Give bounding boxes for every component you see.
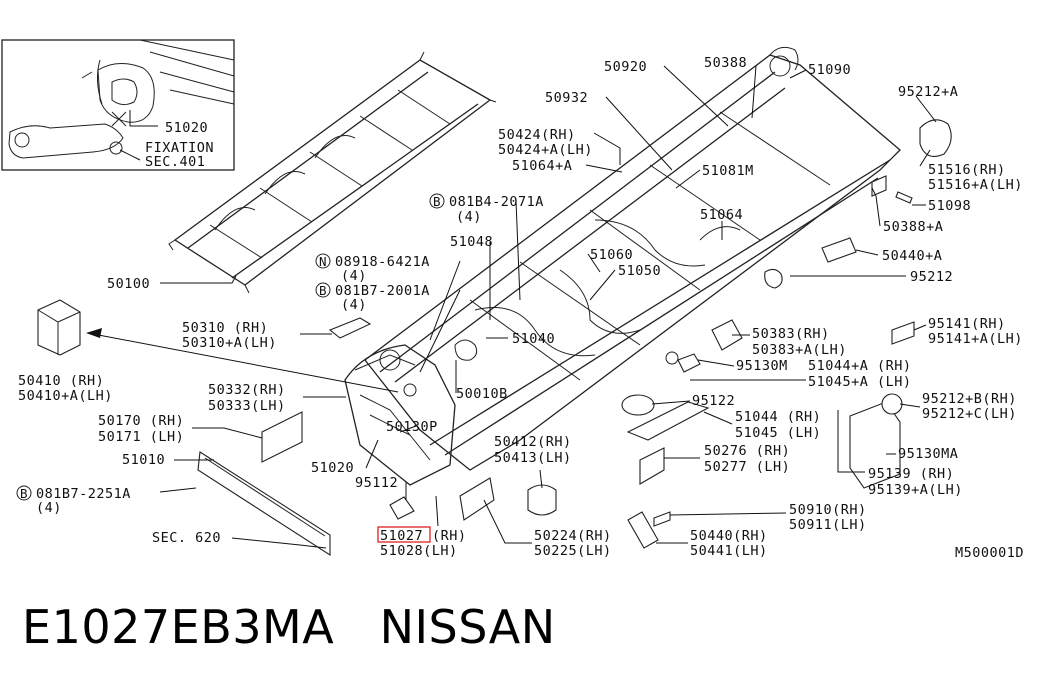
label-95130m: 95130M: [736, 358, 788, 374]
label-50441lh: 50441(LH): [690, 543, 768, 559]
label-51045a: 51045+A (LH): [808, 374, 912, 390]
label-95139lh: 95139+A(LH): [868, 482, 963, 498]
label-50277: 50277 (LH): [704, 459, 790, 475]
label-50388: 50388: [704, 55, 747, 71]
label-50424rh: 50424(RH): [498, 127, 576, 143]
main-frame-illustration: [344, 46, 901, 486]
label-081b4: 081B4-2071A: [449, 194, 544, 210]
label-50224: 50224(RH): [534, 528, 612, 544]
highlight-51027: [377, 526, 431, 543]
marker-b-1: B: [433, 194, 441, 209]
inset-fixation-detail: 51020 FIXATION SEC.401: [1, 39, 235, 171]
label-51027: 51027: [380, 528, 423, 544]
marker-n-circle: [315, 253, 331, 269]
label-081b7a: 081B7-2001A: [335, 283, 430, 299]
marker-b-3: B: [20, 486, 28, 501]
label-51081m: 51081M: [702, 163, 754, 179]
label-08918-qty: (4): [341, 268, 367, 284]
label-50911: 50911(LH): [789, 517, 867, 533]
label-51040: 51040: [512, 331, 555, 347]
label-95112: 95112: [355, 475, 398, 491]
brand-name: NISSAN: [379, 600, 556, 654]
label-50440rh: 50440(RH): [690, 528, 768, 544]
label-50171: 50171 (LH): [98, 429, 184, 445]
label-50170: 50170 (RH): [98, 413, 184, 429]
label-51010: 51010: [122, 452, 165, 468]
label-50440a: 50440+A: [882, 248, 942, 264]
label-51044a: 51044+A (RH): [808, 358, 912, 374]
label-50310lh: 50310+A(LH): [182, 335, 277, 351]
leader-lines: [159, 65, 937, 549]
label-51516lh: 51516+A(LH): [928, 177, 1023, 193]
label-081b7a-qty: (4): [341, 297, 367, 313]
label-50276: 50276 (RH): [704, 443, 790, 459]
label-50920: 50920: [604, 59, 647, 75]
label-51044: 51044 (RH): [735, 409, 821, 425]
label-51098: 51098: [928, 198, 971, 214]
label-95212b: 95212+B(RH): [922, 391, 1017, 407]
label-50383lh: 50383+A(LH): [752, 342, 847, 358]
label-51064: 51064: [700, 207, 743, 223]
label-50413: 50413(LH): [494, 450, 572, 466]
label-95130ma: 95130MA: [898, 446, 958, 462]
label-50010b: 50010B: [456, 386, 508, 402]
label-08918: 08918-6421A: [335, 254, 430, 270]
label-081b4-qty: (4): [456, 209, 482, 225]
marker-n: N: [319, 254, 327, 269]
label-50333: 50333(LH): [208, 398, 286, 414]
parts-diagram: 51020 FIXATION SEC.401 50100: [1, 39, 1024, 561]
label-51027-rh: (RH): [432, 528, 467, 544]
label-50225: 50225(LH): [534, 543, 612, 559]
label-50410lh: 50410+A(LH): [18, 388, 113, 404]
label-95141rh: 95141(RH): [928, 316, 1006, 332]
label-50100: 50100: [107, 276, 150, 292]
footer-caption: E1027EB3MA NISSAN: [22, 600, 556, 654]
label-50332: 50332(RH): [208, 382, 286, 398]
detached-parts: [37, 119, 952, 557]
label-51048: 51048: [450, 234, 493, 250]
label-50410rh: 50410 (RH): [18, 373, 104, 389]
label-51060: 51060: [590, 247, 633, 263]
label-95212: 95212: [910, 269, 953, 285]
inset-part-label: 51020: [165, 120, 208, 136]
diagram-code: M500001D: [955, 545, 1024, 561]
label-50388a: 50388+A: [883, 219, 943, 235]
label-sec620: SEC. 620: [152, 530, 221, 546]
label-50932: 50932: [545, 90, 588, 106]
label-081b7b-qty: (4): [36, 500, 62, 516]
label-95139rh: 95139 (RH): [868, 466, 954, 482]
label-51028: 51028(LH): [380, 543, 458, 559]
marker-b-circle-3: [16, 485, 32, 501]
label-51064a: 51064+A: [512, 158, 572, 174]
marker-b-circle-1: [429, 193, 445, 209]
label-50412: 50412(RH): [494, 434, 572, 450]
label-51516rh: 51516(RH): [928, 162, 1006, 178]
label-95141lh: 95141+A(LH): [928, 331, 1023, 347]
label-95212a: 95212+A: [898, 84, 958, 100]
label-95212c: 95212+C(LH): [922, 406, 1017, 422]
label-95122: 95122: [692, 393, 735, 409]
label-50424lh: 50424+A(LH): [498, 142, 593, 158]
label-51045: 51045 (LH): [735, 425, 821, 441]
inset-fixation-label: FIXATION: [145, 140, 214, 156]
part-number: E1027EB3MA: [22, 600, 335, 654]
label-081b7b: 081B7-2251A: [36, 486, 131, 502]
marker-b-2: B: [319, 283, 327, 298]
label-51090: 51090: [808, 62, 851, 78]
part-labels: 50920 50388 51090 95212+A 50932 50424(RH…: [18, 55, 1024, 561]
label-50910: 50910(RH): [789, 502, 867, 518]
label-50383rh: 50383(RH): [752, 326, 830, 342]
label-51050: 51050: [618, 263, 661, 279]
label-50310rh: 50310 (RH): [182, 320, 268, 336]
label-50130p: 50130P: [386, 419, 438, 435]
label-51020: 51020: [311, 460, 354, 476]
circled-markers: B N B B: [16, 193, 445, 501]
inset-sec-label: SEC.401: [145, 154, 205, 170]
marker-b-circle-2: [315, 282, 331, 298]
small-frame-illustration: 50100: [107, 51, 497, 294]
